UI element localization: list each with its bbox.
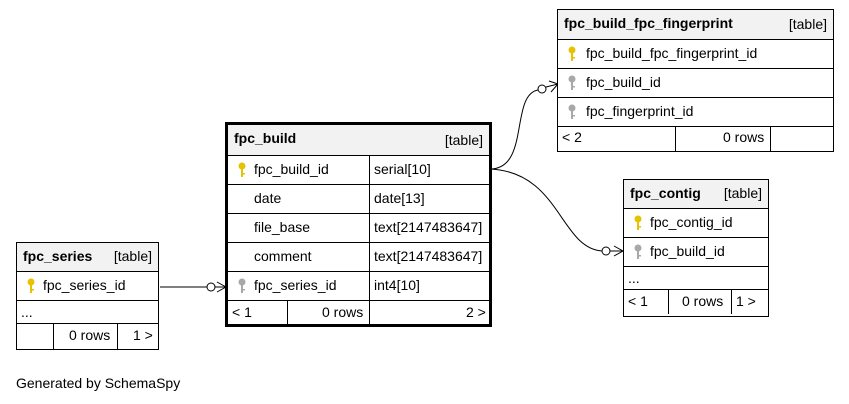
table-name: fpc_series xyxy=(23,248,93,264)
column-name: fpc_build_fpc_fingerprint_id xyxy=(586,45,758,61)
column-type: text[2147483647] xyxy=(374,219,483,235)
table-footer: 0 rows 1 > xyxy=(17,324,158,349)
edge-fpc-build-to-contig xyxy=(489,168,625,257)
more-columns: ... xyxy=(17,301,158,324)
column-name: fpc_series_id xyxy=(254,277,337,293)
column-row[interactable]: fpc_build_id xyxy=(558,69,833,98)
table-kind: [table] xyxy=(113,248,152,264)
parents-count[interactable]: < 1 xyxy=(628,293,648,309)
children-count[interactable]: 1 > xyxy=(736,293,756,309)
primary-key-icon xyxy=(238,162,246,177)
table-name: fpc_contig xyxy=(630,185,701,201)
column-name: fpc_contig_id xyxy=(650,214,733,230)
ellipsis: ... xyxy=(628,270,640,286)
column-name: fpc_series_id xyxy=(43,277,126,293)
foreign-key-icon xyxy=(568,75,576,90)
row-count: 0 rows xyxy=(682,293,724,309)
primary-key-icon xyxy=(634,215,642,230)
children-count[interactable]: 2 > xyxy=(466,304,486,320)
table-header: fpc_series [table] xyxy=(17,243,158,272)
column-row[interactable]: date date[13] xyxy=(228,185,489,214)
table-footer: < 1 0 rows 2 > xyxy=(228,301,489,326)
column-type: date[13] xyxy=(374,190,425,206)
table-kind: [table] xyxy=(444,132,483,148)
column-type: serial[10] xyxy=(374,161,431,177)
table-fpc-series[interactable]: fpc_series [table] fpc_series_id ... 0 r… xyxy=(16,242,159,350)
foreign-key-icon xyxy=(634,244,642,259)
table-header: fpc_build_fpc_fingerprint [table] xyxy=(558,10,833,40)
table-fpc-build[interactable]: fpc_build [table] fpc_build_id serial[10… xyxy=(225,122,492,327)
column-type: int4[10] xyxy=(374,277,420,293)
column-name: fpc_build_id xyxy=(650,243,725,259)
edge-fpc-series-to-fpc-build xyxy=(160,281,228,293)
column-name: date xyxy=(254,190,282,206)
table-fpc-build-fpc-fingerprint[interactable]: fpc_build_fpc_fingerprint [table] fpc_bu… xyxy=(557,9,834,152)
parents-count[interactable]: < 2 xyxy=(562,129,582,145)
table-fpc-contig[interactable]: fpc_contig [table] fpc_contig_id fpc_bui… xyxy=(623,179,769,317)
edge-fpc-build-to-fingerprint xyxy=(489,80,559,170)
column-row[interactable]: file_base text[2147483647] xyxy=(228,214,489,243)
column-row[interactable]: fpc_build_id serial[10] xyxy=(228,156,489,185)
column-row[interactable]: fpc_fingerprint_id xyxy=(558,98,833,127)
column-name: file_base xyxy=(254,219,311,235)
table-footer: < 2 0 rows xyxy=(558,127,833,151)
table-footer: < 1 0 rows 1 > xyxy=(624,290,768,314)
table-kind: [table] xyxy=(788,16,827,32)
column-name: fpc_fingerprint_id xyxy=(586,103,694,119)
foreign-key-icon xyxy=(568,104,576,119)
column-row[interactable]: fpc_series_id xyxy=(17,272,158,301)
column-name: fpc_build_id xyxy=(586,74,661,90)
ellipsis: ... xyxy=(21,304,33,320)
table-header: fpc_contig [table] xyxy=(624,180,768,209)
children-count[interactable]: 1 > xyxy=(133,327,153,343)
column-row[interactable]: comment text[2147483647] xyxy=(228,243,489,272)
column-row[interactable]: fpc_build_id xyxy=(624,238,768,267)
column-row[interactable]: fpc_contig_id xyxy=(624,209,768,238)
column-name: comment xyxy=(254,248,312,264)
table-name: fpc_build_fpc_fingerprint xyxy=(564,15,733,31)
row-count: 0 rows xyxy=(723,129,765,145)
table-name: fpc_build xyxy=(234,130,297,146)
column-row[interactable]: fpc_series_id int4[10] xyxy=(228,272,489,301)
more-columns: ... xyxy=(624,267,768,290)
primary-key-icon xyxy=(568,46,576,61)
foreign-key-icon xyxy=(238,278,246,293)
parents-count[interactable]: < 1 xyxy=(232,304,252,320)
row-count: 0 rows xyxy=(69,327,111,343)
table-header: fpc_build [table] xyxy=(228,125,489,156)
column-row[interactable]: fpc_build_fpc_fingerprint_id xyxy=(558,40,833,69)
column-type: text[2147483647] xyxy=(374,248,483,264)
row-count: 0 rows xyxy=(322,304,364,320)
primary-key-icon xyxy=(27,278,35,293)
column-name: fpc_build_id xyxy=(254,161,329,177)
generated-by-label: Generated by SchemaSpy xyxy=(16,375,181,391)
table-kind: [table] xyxy=(723,185,762,201)
